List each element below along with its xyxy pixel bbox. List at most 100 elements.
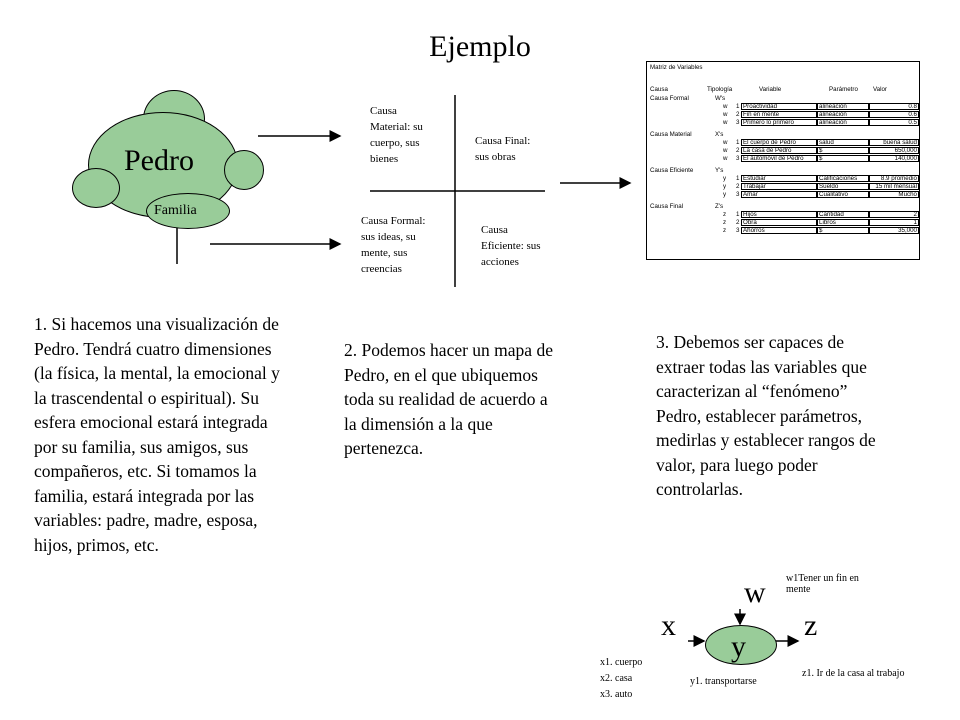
matrix-letter: w [723,139,728,146]
variables-matrix: Matriz de Variables Causa Tipología Vari… [646,61,920,260]
matrix-tipologia: X's [715,131,724,138]
matrix-valor-cell: 1 [869,219,919,226]
matrix-letter: z [723,227,727,234]
matrix-parametro-cell: Cualitativo [817,191,869,198]
matrix-valor-cell: Mucho [869,191,919,198]
matrix-letter: z [723,211,727,218]
matrix-header-valor: Valor [873,86,887,93]
matrix-num: 1 [736,103,740,110]
flow-x-note-2: x2. casa [600,673,633,684]
matrix-num: 2 [736,183,740,190]
matrix-num: 1 [736,139,740,146]
matrix-valor-cell: 35,000 [869,227,919,234]
matrix-valor-cell: buena salud [869,139,919,146]
flow-x-note-3: x3. auto [600,689,633,700]
matrix-tipologia: Z's [715,203,724,210]
matrix-variable-cell: Estudiar [741,175,817,182]
matrix-group-row: Causa Material X's [647,131,919,139]
matrix-header-tipologia: Tipología [707,86,733,93]
matrix-causa: Causa Eficiente [650,167,694,174]
matrix-tipologia: Y's [715,167,724,174]
flow-x-label: x [661,609,676,642]
matrix-valor-cell: 0.5 [869,119,919,126]
matrix-parametro-cell: alineación [817,119,869,126]
matrix-parametro-cell: alineación [817,111,869,118]
matrix-valor-cell: 8.9 promedio [869,175,919,182]
matrix-num: 2 [736,147,740,154]
flow-z-label: z [804,609,818,642]
flow-z-note: z1. Ir de la casa al trabajo [802,668,905,679]
matrix-valor-cell: 0.6 [869,111,919,118]
matrix-header-parametro: Parámetro [829,86,858,93]
paragraph-1: 1. Si hacemos una visualización de Pedro… [34,314,280,555]
matrix-num: 1 [736,211,740,218]
matrix-header-causa: Causa [650,86,668,93]
quadrant-eficiente: Causa Eficiente: sus acciones [481,224,541,268]
right-sphere [224,150,264,190]
matrix-variable-cell: El automóvil de Pedro [741,155,817,162]
matrix-valor-cell: 140,000 [869,155,919,162]
matrix-variable-cell: Ahorros [741,227,817,234]
matrix-parametro-cell: Libros [817,219,869,226]
flow-x-note-1: x1. cuerpo [600,657,643,668]
flow-y-note: y1. transportarse [690,676,757,687]
matrix-causa: Causa Material [650,131,692,138]
paragraph-3: 3. Debemos ser capaces de extraer todas … [656,332,876,499]
quadrant-final: Causa Final: sus obras [475,135,531,163]
matrix-title: Matriz de Variables [650,64,703,71]
flow-w-note: w1Tener un fin en mente [786,573,859,595]
matrix-variable-cell: Primero lo primero [741,119,817,126]
matrix-num: 3 [736,227,740,234]
page-title: Ejemplo [429,30,531,63]
matrix-letter: y [723,191,727,198]
matrix-variable-cell: Trabajar [741,183,817,190]
matrix-num: 3 [736,191,740,198]
matrix-parametro-cell: $ [817,227,869,234]
matrix-num: 2 [736,111,740,118]
matrix-variable-cell: El cuerpo de Pedro [741,139,817,146]
matrix-valor-cell: 650,000 [869,147,919,154]
left-sphere [72,168,120,208]
matrix-parametro-cell: $ [817,147,869,154]
matrix-group-row: Causa Eficiente Y's [647,167,919,175]
matrix-header-variable: Variable [759,86,782,93]
matrix-valor-cell: 2 [869,211,919,218]
flow-y-label: y [731,630,746,663]
matrix-num: 3 [736,119,740,126]
matrix-parametro-cell: alineación [817,103,869,110]
matrix-valor-cell: 15 mil mensual [869,183,919,190]
matrix-variable-cell: Proactividad [741,103,817,110]
matrix-letter: z [723,219,727,226]
matrix-variable-cell: La casa de Pedro [741,147,817,154]
matrix-letter: w [723,147,728,154]
matrix-parametro-cell: Cantidad [817,211,869,218]
quadrant-material: Causa Material: su cuerpo, sus bienes [370,105,423,165]
matrix-tipologia: W's [715,95,726,102]
matrix-letter: w [723,155,728,162]
matrix-variable-cell: Hijos [741,211,817,218]
matrix-parametro-cell: $ [817,155,869,162]
matrix-letter: y [723,183,727,190]
matrix-valor-cell: 0.8 [869,103,919,110]
quadrant-formal: Causa Formal: sus ideas, su mente, sus c… [361,215,426,275]
matrix-letter: w [723,103,728,110]
matrix-parametro-cell: salud [817,139,869,146]
family-sphere [146,193,230,229]
flow-w-label: w [744,576,766,609]
matrix-num: 2 [736,219,740,226]
family-label: Familia [154,203,197,218]
matrix-parametro-cell: Calificaciones [817,175,869,182]
flow-y-circle [705,625,777,665]
